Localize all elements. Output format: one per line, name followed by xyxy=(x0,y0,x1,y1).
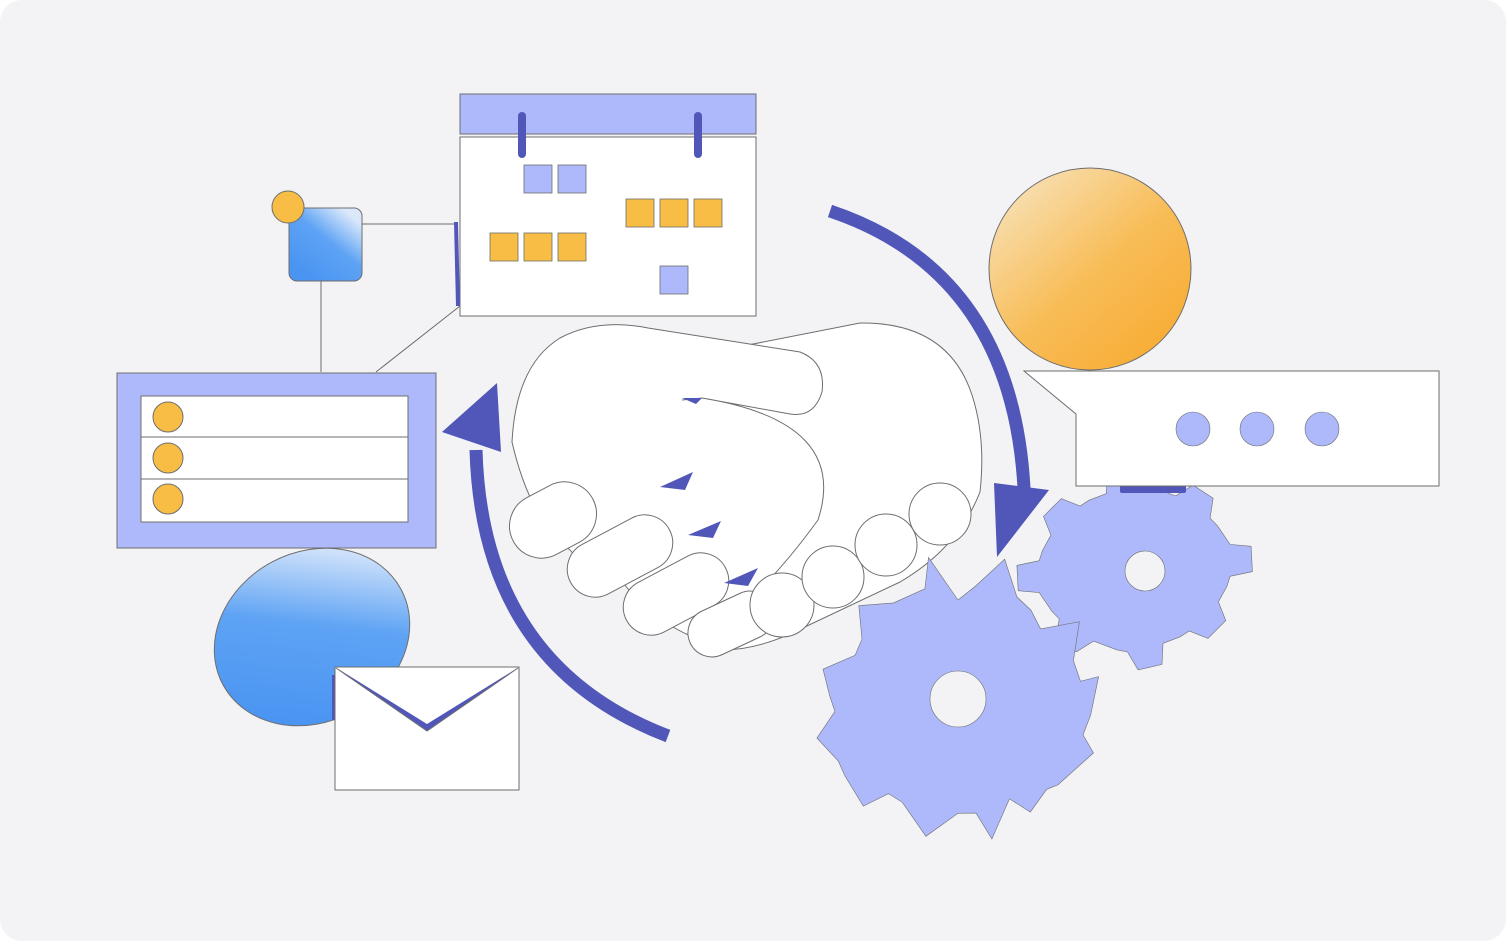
calendar-icon xyxy=(454,93,757,317)
gear-icon xyxy=(1016,466,1253,671)
calendar-ring-left xyxy=(518,112,526,158)
checklist-bullet xyxy=(152,442,184,474)
checklist-icon xyxy=(116,372,437,549)
handshake-icon xyxy=(509,322,983,658)
mail-icon xyxy=(332,666,520,791)
app-tile-icon xyxy=(288,207,363,282)
gear-icon xyxy=(816,556,1099,840)
chat-bubble-icon xyxy=(1022,370,1440,493)
sync-arrow-icon xyxy=(442,383,671,743)
checklist-bullet xyxy=(152,483,184,515)
calendar-cells-lavender xyxy=(523,164,689,295)
typing-dot xyxy=(1175,411,1211,447)
calendar-cells-amber xyxy=(489,198,723,262)
calendar-ring-right xyxy=(694,112,702,158)
notification-dot-icon xyxy=(271,190,305,224)
sun-icon xyxy=(988,167,1192,371)
checklist-bullet xyxy=(152,401,184,433)
sync-arrow-icon xyxy=(827,204,1049,557)
typing-dot xyxy=(1239,411,1275,447)
typing-dot xyxy=(1304,411,1340,447)
connector-lines xyxy=(320,223,461,373)
